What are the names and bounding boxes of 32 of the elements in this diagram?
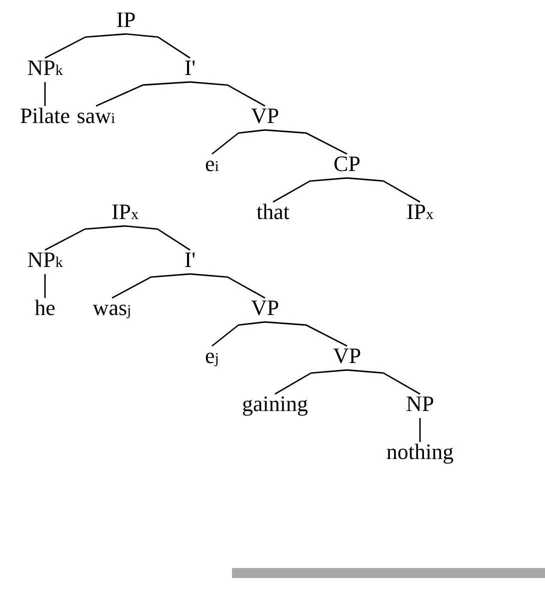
tree-branch <box>44 82 46 106</box>
tree-branch <box>346 177 420 203</box>
tree-label: he <box>34 296 56 320</box>
tree-label: VP <box>250 296 280 320</box>
tree-branch <box>44 274 46 298</box>
tree-label: NP <box>406 392 434 416</box>
tree-label: CP <box>334 152 360 176</box>
tree-label: IP <box>116 8 136 32</box>
tree-branch <box>212 129 266 155</box>
tree-label: VP <box>250 104 280 128</box>
tree-label: gaining <box>242 392 308 416</box>
tree-branch <box>44 33 126 59</box>
tree-label: I' <box>184 248 196 272</box>
tree-branch <box>212 321 266 347</box>
tree-branch <box>44 225 126 251</box>
tree-branch <box>96 81 190 107</box>
tree-branch <box>190 273 266 299</box>
tree-label: VP <box>332 344 362 368</box>
tree-label: I' <box>184 56 196 80</box>
tree-branch <box>346 369 420 395</box>
tree-branch <box>112 273 190 299</box>
tree-branch <box>419 418 421 442</box>
tree-branch <box>272 177 348 203</box>
tree-branch <box>264 129 348 155</box>
tree-branch <box>274 369 348 395</box>
tree-label: that <box>256 200 290 224</box>
tree-branch <box>190 81 266 107</box>
tree-label: nothing <box>386 440 454 464</box>
tree-label: Pilate <box>20 104 70 128</box>
tree-branch <box>126 33 190 59</box>
tree-branch <box>124 225 190 251</box>
tree-branch <box>264 321 348 347</box>
